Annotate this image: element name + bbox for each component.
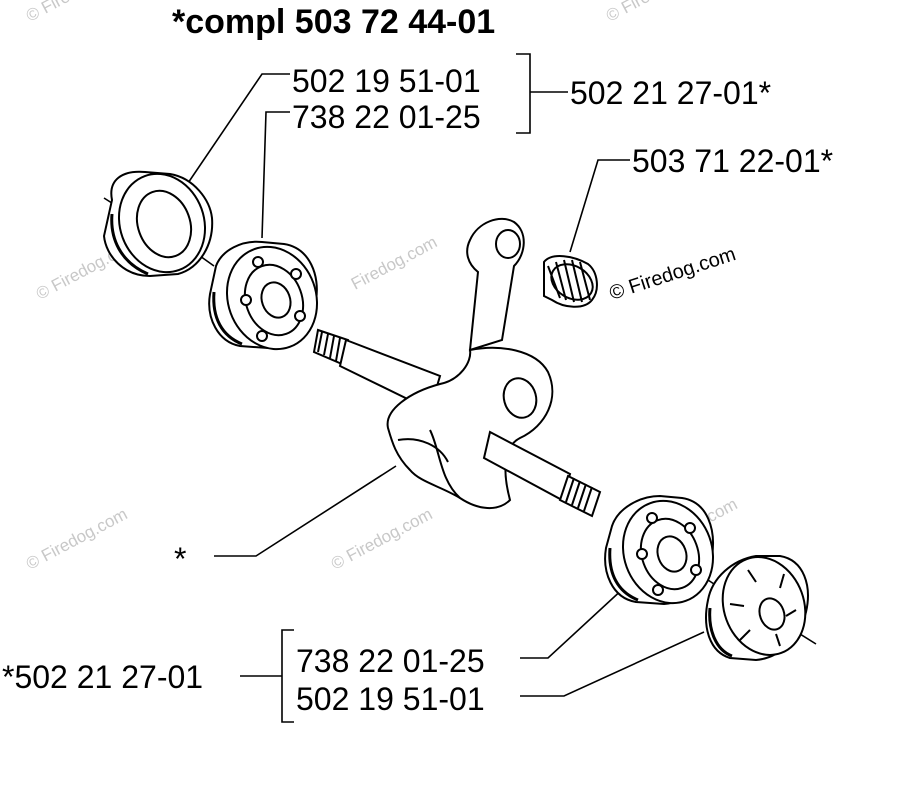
axis-line: [799, 633, 817, 645]
top-seal-leader: [185, 73, 290, 187]
watermark-text-dark: © Firedog.com: [607, 243, 739, 305]
bottom-ball-bearing: [604, 494, 715, 606]
bottom-bearing-leader: [520, 585, 627, 659]
crankshaft: [312, 217, 602, 518]
top-ball-bearing: [208, 240, 319, 351]
watermark-text: © Firedog.com: [23, 0, 131, 26]
label-top-bearing: 738 22 01-25: [292, 99, 481, 135]
label-bottom-seal: 502 19 51-01: [296, 681, 485, 717]
needle-bearing-leader: [569, 159, 630, 253]
needle-bearing: [543, 255, 598, 308]
assembly-title: *compl 503 72 44-01: [172, 3, 495, 41]
bottom-seal-leader: [520, 631, 705, 697]
bottom-bracket: [281, 629, 294, 723]
watermark-text: © Firedog.com: [603, 0, 711, 26]
leader-lines: [103, 53, 817, 723]
crankshaft-leader: [214, 465, 397, 557]
watermark-text: Firedog.com: [348, 232, 440, 293]
label-top-kit: 502 21 27-01*: [570, 75, 771, 111]
top-oil-seal: [102, 170, 214, 278]
bottom-oil-seal: [705, 555, 809, 662]
label-bottom-bearing: 738 22 01-25: [296, 643, 485, 679]
watermark-text: © Firedog.com: [328, 504, 436, 573]
top-bearing-leader: [261, 111, 290, 239]
label-top-seal: 502 19 51-01: [292, 63, 481, 99]
label-crankshaft: *: [174, 541, 186, 577]
label-needle-bearing: 503 71 22-01*: [632, 143, 833, 179]
label-bottom-kit: *502 21 27-01: [2, 659, 203, 695]
watermark-text: © Firedog.com: [23, 504, 131, 573]
top-bracket: [516, 53, 531, 134]
